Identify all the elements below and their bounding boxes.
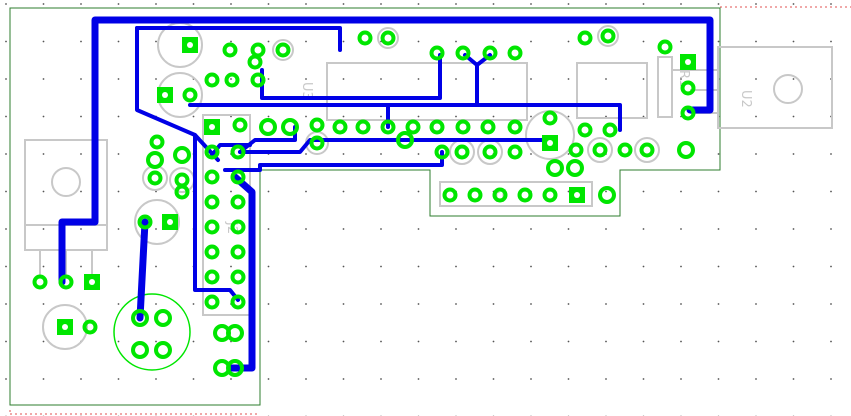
- round-pad: [204, 219, 220, 235]
- round-pad: [592, 142, 608, 158]
- round-pad: [154, 341, 172, 359]
- round-pad: [434, 144, 450, 160]
- pad-hole: [89, 279, 95, 285]
- round-pad: [467, 187, 483, 203]
- round-pad: [222, 42, 238, 58]
- pad-hole: [685, 59, 691, 65]
- round-pad: [230, 219, 246, 235]
- round-pad: [204, 169, 220, 185]
- round-pad: [566, 159, 584, 177]
- round-pad: [174, 184, 190, 200]
- round-pad: [204, 72, 220, 88]
- round-pad: [204, 294, 220, 310]
- round-pad: [226, 359, 244, 377]
- round-pad: [480, 119, 496, 135]
- round-pad: [492, 187, 508, 203]
- round-pad: [617, 142, 633, 158]
- round-pad: [429, 119, 445, 135]
- round-pad: [598, 186, 616, 204]
- round-pad: [230, 294, 246, 310]
- round-pad: [247, 54, 263, 70]
- round-pad: [232, 117, 248, 133]
- round-pad: [442, 187, 458, 203]
- silkscreen: [24, 22, 833, 350]
- round-pad: [677, 141, 695, 159]
- round-pad: [204, 144, 220, 160]
- traces: [58, 16, 714, 372]
- pad-hole: [209, 124, 215, 130]
- round-pad: [517, 187, 533, 203]
- pad-hole: [187, 42, 193, 48]
- round-pad: [131, 341, 149, 359]
- round-pad: [230, 169, 246, 185]
- round-pad: [281, 118, 299, 136]
- round-pad: [680, 105, 696, 121]
- label-u3: U3: [299, 82, 314, 100]
- pad-hole: [574, 192, 580, 198]
- round-pad: [82, 319, 98, 335]
- round-pad: [131, 309, 149, 327]
- round-pad: [380, 30, 396, 46]
- round-pad: [226, 324, 244, 342]
- round-pad: [309, 135, 325, 151]
- round-pad: [577, 122, 593, 138]
- round-pad: [455, 45, 471, 61]
- round-pad: [405, 119, 421, 135]
- round-pad: [154, 309, 172, 327]
- round-pad: [137, 214, 153, 230]
- pad-hole: [162, 92, 168, 98]
- round-pad: [230, 244, 246, 260]
- round-pad: [146, 151, 164, 169]
- pad-hole: [167, 219, 173, 225]
- round-pad: [507, 45, 523, 61]
- round-pad: [224, 72, 240, 88]
- round-pad: [542, 110, 558, 126]
- round-pad: [507, 144, 523, 160]
- round-pad: [602, 122, 618, 138]
- round-pad: [657, 39, 673, 55]
- round-pad: [546, 159, 564, 177]
- round-pad: [230, 269, 246, 285]
- round-pad: [577, 30, 593, 46]
- round-pad: [600, 28, 616, 44]
- round-pad: [357, 30, 373, 46]
- round-pad: [568, 142, 584, 158]
- label-u2: U2: [738, 90, 753, 108]
- round-pad: [680, 80, 696, 96]
- round-pad: [275, 42, 291, 58]
- round-pad: [230, 194, 246, 210]
- round-pad: [507, 119, 523, 135]
- round-pad: [380, 119, 396, 135]
- board-outline: [9, 7, 721, 406]
- round-pad: [396, 131, 414, 149]
- round-pad: [482, 144, 498, 160]
- round-pad: [58, 274, 74, 290]
- connector-outline: [113, 293, 191, 371]
- pads: [32, 28, 696, 377]
- round-pad: [32, 274, 48, 290]
- round-pad: [542, 187, 558, 203]
- round-pad: [204, 244, 220, 260]
- round-pad: [204, 269, 220, 285]
- round-pad: [149, 134, 165, 150]
- pad-hole: [547, 140, 553, 146]
- round-pad: [309, 117, 325, 133]
- round-pad: [482, 45, 498, 61]
- round-pad: [230, 144, 246, 160]
- round-pad: [332, 119, 348, 135]
- pad-hole: [62, 324, 68, 330]
- round-pad: [355, 119, 371, 135]
- round-pad: [259, 118, 277, 136]
- round-pad: [204, 194, 220, 210]
- round-pad: [454, 144, 470, 160]
- round-pad: [639, 142, 655, 158]
- round-pad: [250, 72, 266, 88]
- round-pad: [173, 146, 191, 164]
- round-pad: [455, 119, 471, 135]
- round-pad: [147, 170, 163, 186]
- round-pad: [429, 45, 445, 61]
- keepout-line: [9, 6, 851, 415]
- round-pad: [182, 87, 198, 103]
